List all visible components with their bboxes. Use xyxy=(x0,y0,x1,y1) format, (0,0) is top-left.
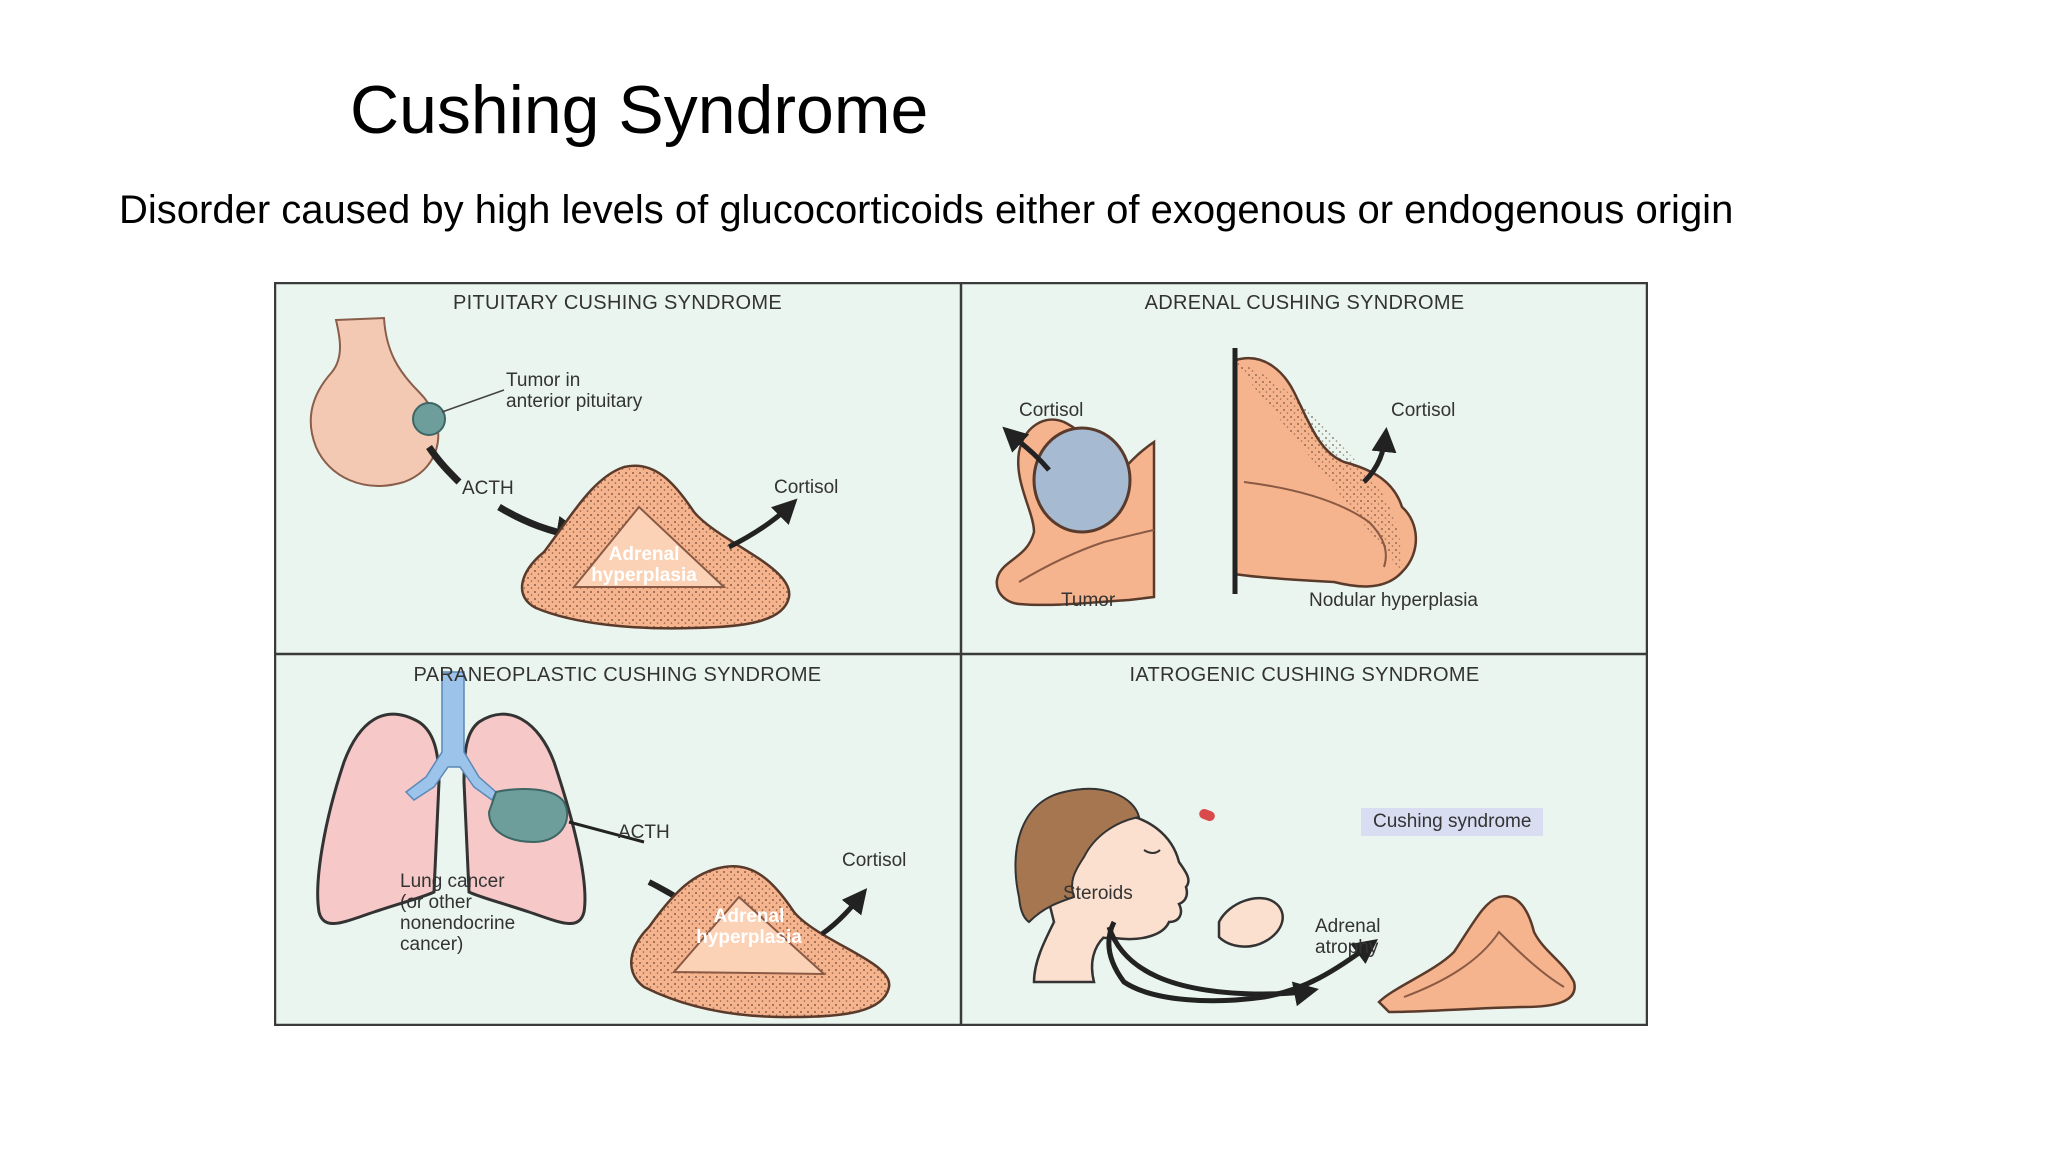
label-nonendocrine: nonendocrine xyxy=(400,913,516,934)
paraneoplastic-acth-line xyxy=(568,820,645,844)
label-acth: ACTH xyxy=(618,822,670,843)
adrenal-cortisol-right-arrow xyxy=(1362,427,1397,484)
panel-title-paraneoplastic: PARANEOPLASTIC CUSHING SYNDROME xyxy=(413,664,822,686)
label-anterior-pituitary: anterior pituitary xyxy=(506,391,643,412)
airway xyxy=(404,671,497,802)
panel-paraneoplastic: PARANEOPLASTIC CUSHING SYNDROME ACTH Cor… xyxy=(274,654,961,1026)
label-steroids: Steroids xyxy=(1063,883,1133,904)
pill-hand xyxy=(1199,808,1284,948)
figure-artwork xyxy=(274,282,1648,1026)
pituitary-cortisol-arrow xyxy=(727,498,798,550)
label-cancer: cancer) xyxy=(400,934,464,955)
panel-title-adrenal: ADRENAL CUSHING SYNDROME xyxy=(1144,292,1465,314)
label-cortisol-right: Cortisol xyxy=(1391,400,1456,421)
panel-pituitary: PITUITARY CUSHING SYNDROME Tumor in ante… xyxy=(274,282,961,654)
atrophic-adrenal-gland xyxy=(1377,895,1576,1014)
cushing-figure: PITUITARY CUSHING SYNDROME Tumor in ante… xyxy=(274,282,1648,1026)
label-cortisol: Cortisol xyxy=(774,477,839,498)
label-tumor: Tumor xyxy=(1061,590,1116,611)
paraneoplastic-cortisol-arrow xyxy=(820,888,868,937)
slide-title: Cushing Syndrome xyxy=(350,72,929,148)
label-adrenal: Adrenal xyxy=(608,544,680,565)
panel-title-iatrogenic: IATROGENIC CUSHING SYNDROME xyxy=(1129,664,1480,686)
label-hyperplasia: hyperplasia xyxy=(696,927,802,948)
label-nodular-hyperplasia: Nodular hyperplasia xyxy=(1309,590,1478,611)
paraneoplastic-adrenal-gland xyxy=(630,864,891,1019)
label-or-other: (or other xyxy=(400,892,472,913)
label-lung-cancer: Lung cancer xyxy=(400,871,505,892)
lung-tumor xyxy=(487,788,569,844)
panel-title-pituitary: PITUITARY CUSHING SYNDROME xyxy=(453,292,782,314)
label-acth: ACTH xyxy=(462,478,514,499)
label-hyperplasia: hyperplasia xyxy=(591,565,697,586)
panel-adrenal: ADRENAL CUSHING SYNDROME Cortisol Cortis… xyxy=(961,282,1648,654)
adrenal-gland-right-half xyxy=(1232,357,1418,588)
slide-subtitle: Disorder caused by high levels of glucoc… xyxy=(119,188,1734,232)
label-cortisol-left: Cortisol xyxy=(1019,400,1084,421)
pituitary-gland xyxy=(309,316,440,487)
label-adrenal: Adrenal xyxy=(713,906,785,927)
adrenal-tumor xyxy=(1032,426,1132,534)
panel-iatrogenic: IATROGENIC CUSHING SYNDROME Cushing synd… xyxy=(961,654,1648,1026)
pituitary-tumor xyxy=(412,402,446,436)
pituitary-acth-stem xyxy=(426,445,462,485)
pituitary-adrenal-gland xyxy=(520,464,791,630)
patient-head xyxy=(1014,787,1190,984)
adrenal-cortisol-left-arrow xyxy=(1002,426,1051,472)
label-cortisol: Cortisol xyxy=(842,850,907,871)
steroids-to-atrophy-arrow xyxy=(1106,926,1319,1007)
pituitary-tumor-leader xyxy=(441,389,505,413)
steroids-to-cushing-arrow xyxy=(1106,920,1379,1004)
label-tumor-in: Tumor in xyxy=(506,370,581,391)
label-atrophy: atrophy xyxy=(1315,937,1379,958)
label-adrenal: Adrenal xyxy=(1315,916,1381,937)
cushing-syndrome-badge: Cushing syndrome xyxy=(1361,808,1544,836)
